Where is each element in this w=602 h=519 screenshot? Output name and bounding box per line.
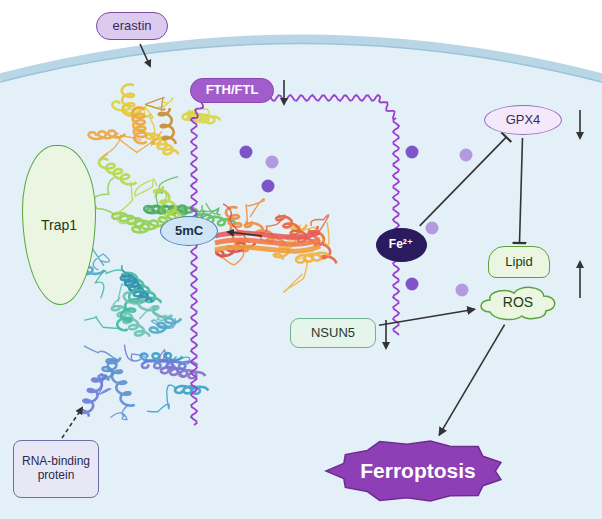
node-label: FTH/FTL xyxy=(206,83,259,98)
alpha-helix xyxy=(99,159,136,185)
node-label: ROS xyxy=(503,294,533,310)
enzyme-box: NSUN5 xyxy=(290,318,376,348)
inhibition-connector xyxy=(420,137,507,226)
methylation-arrow xyxy=(228,232,262,236)
loop-coil xyxy=(94,178,115,215)
iron-dots xyxy=(240,146,473,297)
inhibition-connector xyxy=(520,138,523,243)
loop-coil xyxy=(99,136,140,160)
iron-dot xyxy=(262,180,275,193)
mrna-strand xyxy=(191,95,399,425)
cytoplasm xyxy=(0,39,602,519)
iron-dot xyxy=(266,156,279,169)
loop-coil xyxy=(99,374,111,394)
arrow-connector xyxy=(439,325,505,436)
cell-membrane-inner xyxy=(0,44,602,83)
protein-pill: FTH/FTL xyxy=(190,78,274,103)
iron-dot xyxy=(426,222,439,235)
arrow-connector xyxy=(379,309,475,325)
node-label: Trap1 xyxy=(41,217,77,233)
loop-coil xyxy=(146,97,165,111)
decrease-arrow xyxy=(579,110,581,138)
alpha-helix xyxy=(159,108,176,144)
loop-coil xyxy=(196,203,219,216)
protein-structure xyxy=(62,84,337,419)
lipid-shape: Lipid xyxy=(488,246,550,278)
enzyme-ellipse: GPX4 xyxy=(484,105,562,135)
outcome-splat: Ferroptosis xyxy=(326,438,510,504)
alpha-helix xyxy=(117,290,143,330)
alpha-helix xyxy=(142,361,198,369)
loop-coil xyxy=(148,385,177,412)
binding-arrow xyxy=(62,408,82,438)
iron-ion: Fe²⁺ xyxy=(376,228,427,262)
mrna-strand xyxy=(191,95,399,425)
beta-strand xyxy=(215,232,320,237)
iron-dot xyxy=(406,146,419,159)
factor-box: RNA-binding protein xyxy=(13,440,99,498)
alpha-helix xyxy=(154,186,182,218)
node-label: NSUN5 xyxy=(311,326,355,341)
cloud-outline xyxy=(481,287,555,319)
loop-coil xyxy=(122,265,140,292)
alpha-helix xyxy=(108,360,135,406)
drug-pill: erastin xyxy=(96,12,168,40)
loop-coil xyxy=(284,258,307,292)
beta-strand xyxy=(215,239,320,244)
increase-arrow xyxy=(579,262,581,298)
loop-coil xyxy=(125,345,147,365)
loop-coil xyxy=(117,182,133,224)
iron-dot xyxy=(240,146,253,159)
iron-dot xyxy=(456,284,469,297)
node-label: RNA-binding protein xyxy=(20,455,92,483)
modification-ellipse: 5mC xyxy=(160,216,218,246)
iron-dot xyxy=(460,149,473,162)
loop-coil xyxy=(139,306,166,321)
node-label: Fe²⁺ xyxy=(389,238,413,252)
node-label: Lipid xyxy=(505,255,532,270)
beta-strand xyxy=(215,246,320,251)
node-label: GPX4 xyxy=(506,113,541,128)
ros-cloud: ROS xyxy=(478,282,558,322)
iron-dot xyxy=(406,278,419,291)
loop-coil xyxy=(111,404,129,419)
erastin-arrow xyxy=(140,44,150,66)
node-label: Ferroptosis xyxy=(360,459,476,483)
decrease-arrow xyxy=(283,80,285,104)
node-label: erastin xyxy=(112,19,151,34)
splat-outline xyxy=(326,441,501,501)
cell-membrane xyxy=(0,39,602,78)
alpha-helix xyxy=(150,318,181,332)
loop-coil xyxy=(135,179,157,196)
alpha-helix xyxy=(124,293,172,318)
node-label: 5mC xyxy=(175,224,203,239)
loop-coil xyxy=(84,317,121,329)
loop-coil xyxy=(246,199,265,224)
